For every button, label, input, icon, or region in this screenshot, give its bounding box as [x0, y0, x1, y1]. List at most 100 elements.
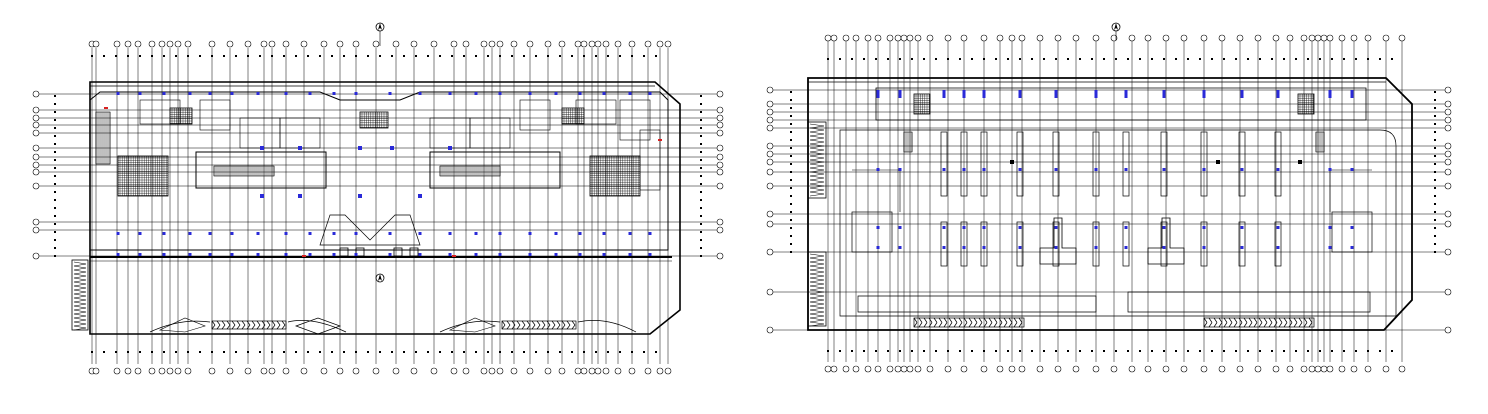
- column-marker: [116, 253, 120, 256]
- ramp-stroke: [73, 297, 87, 301]
- ramp-stroke: [809, 143, 825, 147]
- grid-bubble-bottom: [656, 367, 664, 375]
- grid-bubble-left: [32, 121, 40, 129]
- dimension-tick: [175, 55, 177, 57]
- dimension-tick: [790, 179, 792, 181]
- dimension-tick: [700, 247, 702, 249]
- grid-bubble-bottom: [1308, 365, 1316, 373]
- grid-bubble-top: [320, 40, 328, 48]
- column-marker: [1328, 168, 1332, 171]
- grid-bubble-top: [544, 40, 552, 48]
- dimension-tick: [790, 155, 792, 157]
- column-marker: [876, 168, 880, 171]
- ramp-stroke: [809, 253, 825, 257]
- ramp-stroke: [73, 313, 87, 317]
- grid-bubble-top: [226, 40, 234, 48]
- parking-stall-line: [1238, 317, 1243, 323]
- dimension-tick: [1434, 147, 1436, 149]
- dimension-tick: [1307, 350, 1309, 352]
- grid-bubble-bottom: [574, 367, 582, 375]
- grid-bubble-right: [1444, 150, 1452, 158]
- grid-bubble-bottom: [208, 367, 216, 375]
- parking-stall-line: [261, 324, 266, 330]
- dimension-tick: [911, 58, 913, 60]
- dimension-tick: [790, 243, 792, 245]
- dimension-tick: [655, 55, 657, 57]
- column-marker: [1124, 168, 1128, 171]
- dimension-tick: [54, 103, 56, 105]
- dimension-tick: [700, 119, 702, 121]
- parking-stall-line: [1208, 317, 1213, 323]
- ramp-stroke: [809, 185, 825, 189]
- dimension-tick: [700, 191, 702, 193]
- ramp-stroke: [809, 145, 825, 149]
- parking-stall-line: [1278, 317, 1283, 323]
- parking-stall-line: [1273, 317, 1278, 323]
- dimension-tick: [1319, 350, 1321, 352]
- dimension-tick: [1127, 58, 1129, 60]
- dimension-tick: [1223, 58, 1225, 60]
- grid-bubble-top: [1350, 34, 1358, 42]
- grid-bubble-right: [1444, 158, 1452, 166]
- parking-stall-line: [998, 322, 1003, 328]
- grid-bubble-top: [1036, 34, 1044, 42]
- stair-outline: [117, 155, 169, 197]
- grid-bubble-left: [32, 218, 40, 226]
- grid-bubble-bottom: [372, 367, 380, 375]
- grid-bubble-top: [1236, 34, 1244, 42]
- dimension-tick: [700, 175, 702, 177]
- dimension-tick: [1391, 350, 1393, 352]
- grid-bubble-left: [32, 153, 40, 161]
- dimension-tick: [511, 351, 513, 353]
- grid-bubble-top: [1320, 34, 1328, 42]
- dimension-tick: [54, 143, 56, 145]
- parking-bay-column: [1122, 221, 1130, 267]
- column-marker: [1054, 168, 1058, 171]
- dimension-tick: [1175, 350, 1177, 352]
- parking-stall-line: [938, 317, 943, 323]
- column-marker: [390, 146, 394, 150]
- grid-bubble-left: [766, 210, 774, 218]
- grid-bubble-top: [558, 40, 566, 48]
- column-marker: [388, 232, 392, 235]
- dimension-tick: [487, 55, 489, 57]
- grid-bubble-top: [1382, 34, 1390, 42]
- parking-stall-line: [536, 324, 541, 330]
- ramp-stroke: [809, 267, 825, 271]
- ramp-stroke: [809, 319, 825, 323]
- grid-bubble-right: [1444, 108, 1452, 116]
- ramp-stroke: [73, 269, 87, 273]
- dimension-tick: [54, 199, 56, 201]
- ramp-stroke: [809, 191, 825, 195]
- column-marker: [578, 92, 582, 95]
- dimension-tick: [1151, 350, 1153, 352]
- column-marker: [1276, 226, 1280, 229]
- parking-stall-line: [506, 320, 511, 326]
- shop-unit: [199, 99, 231, 131]
- parking-stall-line: [531, 324, 536, 330]
- grid-bubble-bottom: [980, 365, 988, 373]
- dimension-tick: [571, 351, 573, 353]
- ramp-stroke: [73, 315, 87, 319]
- parking-stall-line: [1273, 322, 1278, 328]
- dimension-tick: [54, 175, 56, 177]
- drive-aisle-boundary: [839, 129, 1397, 317]
- dimension-tick: [700, 127, 702, 129]
- grid-bubble-left: [32, 144, 40, 152]
- dimension-tick: [1307, 58, 1309, 60]
- parking-stall-line: [1268, 322, 1273, 328]
- floor-plate-outline: [89, 91, 669, 251]
- grid-bubble-top: [1110, 34, 1118, 42]
- column-marker: [1054, 246, 1058, 249]
- grid-bubble-bottom: [124, 367, 132, 375]
- grid-bubble-right: [716, 90, 724, 98]
- dimension-tick: [523, 55, 525, 57]
- column-marker: [898, 226, 902, 229]
- dimension-tick: [1103, 58, 1105, 60]
- grid-bubble-right: [1444, 182, 1452, 190]
- grid-bubble-top: [208, 40, 216, 48]
- dimension-tick: [331, 55, 333, 57]
- grid-bubble-bottom: [852, 365, 860, 373]
- ramp-stroke: [809, 257, 825, 261]
